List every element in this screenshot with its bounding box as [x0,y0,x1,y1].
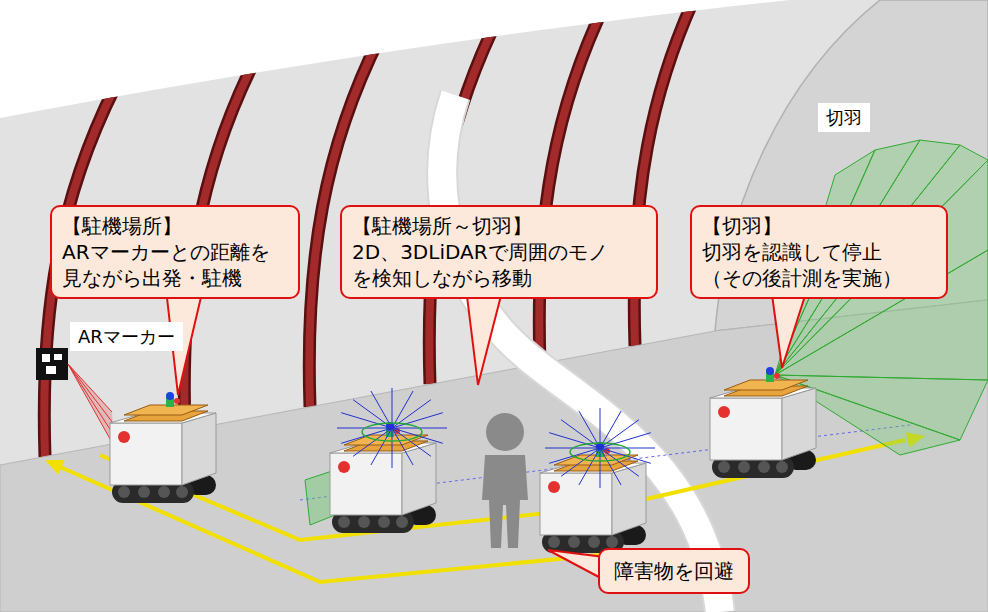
robot [330,422,436,533]
callout-box: 【切羽】切羽を認識して停止 （その後計測を実施） [690,205,948,299]
callout-box: 障害物を回避 [598,548,750,594]
lidar-ring [362,423,422,441]
callout-heading: 【駐機場所～切羽】 [352,213,646,239]
callout-text: 障害物を回避 [614,558,734,584]
callout-text: 2D、3DLiDARで周囲のモノ を検知しながら移動 [352,239,646,291]
duct-outline [442,95,720,612]
route-arrow [45,460,65,475]
lidar-scan [545,408,655,488]
lidar-ring [570,443,630,461]
ventilation-duct [442,95,720,612]
ar-marker [36,348,68,380]
marker-detection [68,364,114,446]
robot [540,442,646,553]
marker-detection-lines [68,364,114,446]
label-text: ARマーカー [78,325,175,348]
callout-heading: 【駐機場所】 [62,213,288,239]
robot [110,392,216,503]
person-head [486,413,524,451]
callout-text: 切羽を認識して停止 （その後計測を実施） [702,239,936,291]
callout-box: 【駐機場所～切羽】2D、3DLiDARで周囲のモノ を検知しながら移動 [340,205,658,299]
callout-text: ARマーカーとの距離を 見ながら出発・駐機 [62,239,288,291]
callout-box: 【駐機場所】ARマーカーとの距離を 見ながら出発・駐機 [50,205,300,299]
person-body [482,455,528,548]
lidar-scan [337,388,447,468]
ar-marker-pattern [42,354,62,374]
label-box: 切羽 [818,103,870,132]
callout-heading: 【切羽】 [702,213,936,239]
label-box: ARマーカー [70,322,183,351]
robot [710,367,816,478]
lidar-rays [337,388,447,468]
lidar-rays [545,408,655,488]
label-text: 切羽 [826,106,862,129]
